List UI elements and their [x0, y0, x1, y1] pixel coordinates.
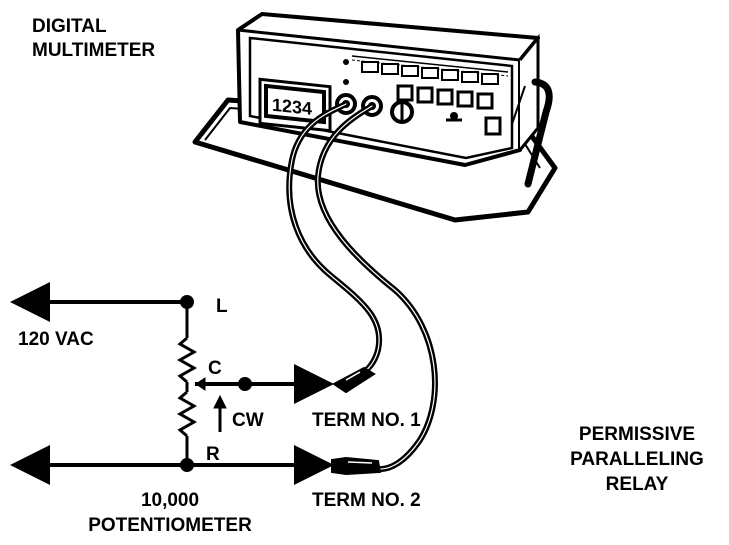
label-voltage: 120 VAC: [18, 329, 94, 350]
probe-term-1: [332, 366, 376, 394]
label-cw: CW: [232, 410, 264, 431]
label-node-r: R: [206, 444, 220, 465]
resistor-upper: [176, 336, 198, 384]
label-term-1: TERM NO. 1: [312, 410, 421, 431]
junction-r: [180, 458, 194, 472]
probe-term-2: [331, 456, 382, 476]
label-meter-line2: MULTIMETER: [32, 40, 155, 61]
meter-controls: [351, 55, 509, 136]
label-node-c: C: [208, 358, 222, 379]
test-leads: [286, 101, 438, 473]
junction-l: [180, 295, 194, 309]
meter-display-value: 1234: [272, 95, 312, 119]
label-relay-line2: PARALLELING: [570, 449, 704, 470]
label-meter-line1: DIGITAL: [32, 16, 107, 37]
meter-handle: [524, 78, 553, 188]
circuit: [10, 282, 334, 485]
label-relay-line1: PERMISSIVE: [579, 424, 695, 445]
label-pot-line1: 10,000: [141, 490, 199, 511]
meter-display: 1234: [258, 77, 332, 133]
resistor-lower: [176, 390, 198, 438]
junction-c: [238, 377, 252, 391]
label-pot-line2: POTENTIOMETER: [88, 515, 252, 536]
label-relay-line3: RELAY: [606, 474, 669, 495]
label-term-2: TERM NO. 2: [312, 490, 421, 511]
label-node-l: L: [216, 296, 228, 317]
multimeter: 1234: [192, 12, 558, 223]
